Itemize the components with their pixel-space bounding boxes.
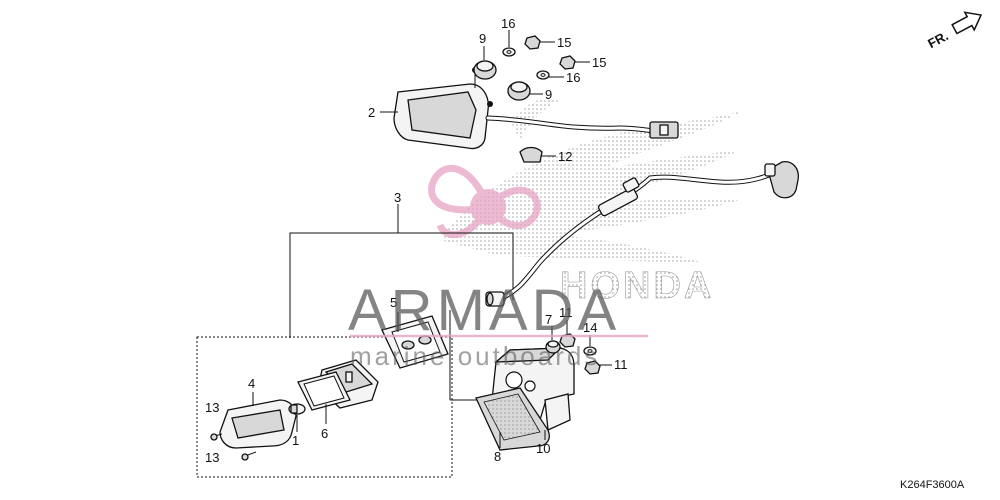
callout-3: 3 xyxy=(394,190,401,205)
nut-upper xyxy=(524,35,541,50)
callout-12: 12 xyxy=(558,149,572,164)
wire-sleeve xyxy=(597,177,640,217)
watermark-tagline: marine outboards xyxy=(350,341,600,371)
washer-upper xyxy=(502,47,516,57)
callout-16-lower: 16 xyxy=(566,70,580,85)
license-light-lens xyxy=(219,399,297,449)
callout-13-upper: 13 xyxy=(205,400,219,415)
background-brand-text: HONDA xyxy=(560,265,714,307)
nut-lower xyxy=(559,55,576,70)
screw-upper xyxy=(210,433,223,441)
grommet-upper xyxy=(473,60,497,80)
watermark-brand: ARMADA xyxy=(348,278,620,343)
callout-1: 1 xyxy=(292,433,299,448)
callout-5: 5 xyxy=(390,295,397,310)
callout-16-upper: 16 xyxy=(501,16,515,31)
assembly-frame-lines xyxy=(196,204,514,478)
callout-6: 6 xyxy=(321,426,328,441)
callout-13-lower: 13 xyxy=(205,450,219,465)
nut-bracket-lower xyxy=(584,360,601,375)
grommet-lower xyxy=(507,81,531,101)
callout-9-lower: 9 xyxy=(545,87,552,102)
rear-reflector xyxy=(475,387,550,451)
callout-14: 14 xyxy=(583,320,597,335)
callout-7: 7 xyxy=(545,312,552,327)
callout-10: 10 xyxy=(536,441,550,456)
callout-9-upper: 9 xyxy=(479,31,486,46)
license-light-seal xyxy=(297,371,351,411)
screw-lower xyxy=(241,451,257,461)
front-direction-indicator: FR. xyxy=(925,11,983,51)
callout-15-lower: 15 xyxy=(592,55,606,70)
diagram-code: K264F3600A xyxy=(900,479,965,491)
callout-2: 2 xyxy=(368,105,375,120)
bullet-connector xyxy=(764,161,799,199)
callout-numbers: 9 16 15 15 16 9 2 12 3 5 7 11 14 11 4 13… xyxy=(205,16,628,465)
tail-light-housing xyxy=(380,67,493,150)
license-bulb xyxy=(288,403,306,415)
callout-8: 8 xyxy=(494,449,501,464)
collar-bolt xyxy=(545,340,561,354)
callout-15-upper: 15 xyxy=(557,35,571,50)
leader-lines xyxy=(252,30,612,448)
callout-11-lower: 11 xyxy=(614,357,628,372)
front-direction-label: FR. xyxy=(925,28,951,51)
arrow-right-icon xyxy=(951,11,983,35)
washer-bracket xyxy=(583,346,597,356)
callout-4: 4 xyxy=(248,376,255,391)
wire-clip xyxy=(519,146,543,163)
washer-lower xyxy=(536,70,550,80)
callout-11-upper: 11 xyxy=(559,305,573,320)
wire-connector xyxy=(649,121,679,139)
propeller-logo-icon xyxy=(428,164,541,239)
bulb-socket xyxy=(485,291,505,307)
